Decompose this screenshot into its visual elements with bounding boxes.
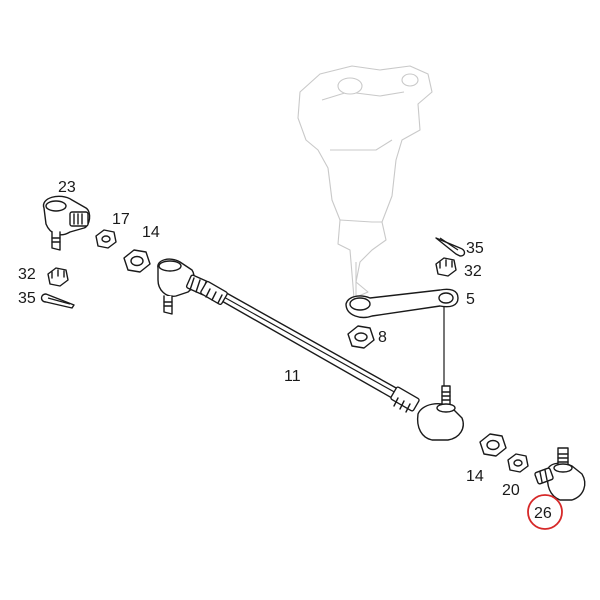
nut-8[interactable] [347,325,375,349]
tie-rod-end-26[interactable] [534,447,586,501]
tie-rod-end-23[interactable] [42,195,91,251]
label-part-11: 11 [284,368,301,385]
label-part-26[interactable]: 26 [534,505,552,522]
castle-nut-32-right[interactable] [435,257,457,277]
tie-rod-11[interactable] [200,280,420,413]
label-part-20: 20 [502,482,520,499]
label-part-14-left: 14 [142,224,160,241]
label-part-35-right: 35 [466,240,484,257]
label-part-23: 23 [58,179,76,196]
pitman-arm-5[interactable] [345,288,459,319]
highlight-circle-26 [527,494,563,530]
label-part-35-left: 35 [18,290,36,307]
nut-20[interactable] [507,453,529,473]
steering-gearbox-ghost [297,65,433,299]
label-part-14-right: 14 [466,468,484,485]
label-part-32-right: 32 [464,263,482,280]
inner-ball-joint-11-right[interactable] [416,385,464,441]
cotter-pin-35-left[interactable] [40,293,75,309]
nut-14-left[interactable] [123,249,151,273]
label-part-32-left: 32 [18,266,36,283]
nut-14-right[interactable] [479,433,507,457]
nut-17[interactable] [95,229,117,249]
inner-ball-joint-11-left[interactable] [157,258,211,315]
label-part-17: 17 [112,211,130,228]
castle-nut-32-left[interactable] [47,267,69,287]
cotter-pin-35-right[interactable] [435,237,466,257]
label-part-8: 8 [378,329,387,346]
label-part-5: 5 [466,291,475,308]
